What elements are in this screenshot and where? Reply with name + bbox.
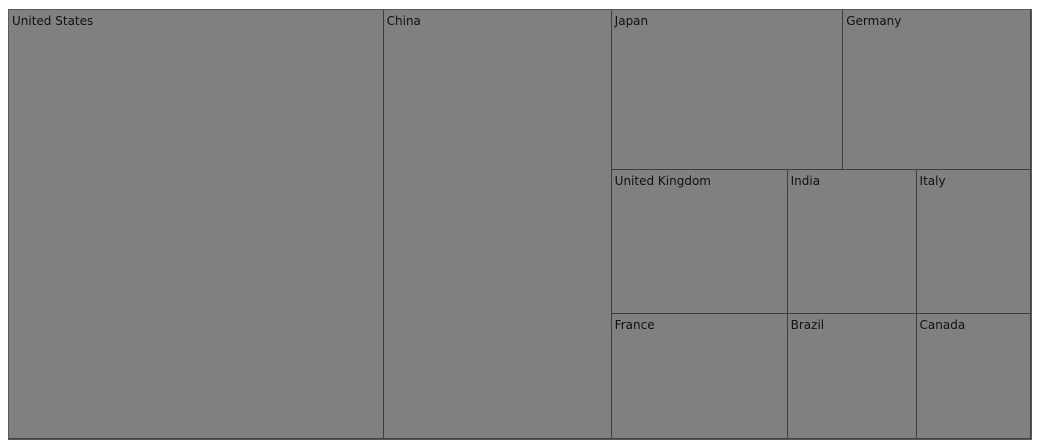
tile-germany[interactable]: Germany: [843, 10, 1031, 170]
tile-label: Germany: [846, 14, 902, 28]
tile-united-kingdom[interactable]: United Kingdom: [611, 169, 788, 314]
tile-label: Brazil: [790, 317, 825, 332]
tile-italy[interactable]: Italy: [916, 169, 1031, 314]
tile-label: United Kingdom: [614, 173, 711, 188]
treemap-chart: United States China Japan Germany United…: [8, 9, 1032, 440]
tile-china[interactable]: China: [383, 10, 612, 439]
tile-india[interactable]: India: [787, 169, 917, 314]
tile-label: China: [386, 14, 421, 28]
tile-canada[interactable]: Canada: [916, 313, 1031, 439]
tile-label: Italy: [919, 173, 946, 188]
tile-france[interactable]: France: [611, 313, 788, 439]
tile-label: United States: [12, 14, 94, 28]
tile-japan[interactable]: Japan: [611, 10, 844, 170]
tile-brazil[interactable]: Brazil: [787, 313, 917, 439]
tile-label: India: [790, 173, 821, 188]
tile-label: France: [614, 317, 655, 332]
tile-label: Canada: [919, 317, 966, 332]
tile-united-states[interactable]: United States: [9, 10, 384, 439]
tile-label: Japan: [614, 14, 649, 28]
